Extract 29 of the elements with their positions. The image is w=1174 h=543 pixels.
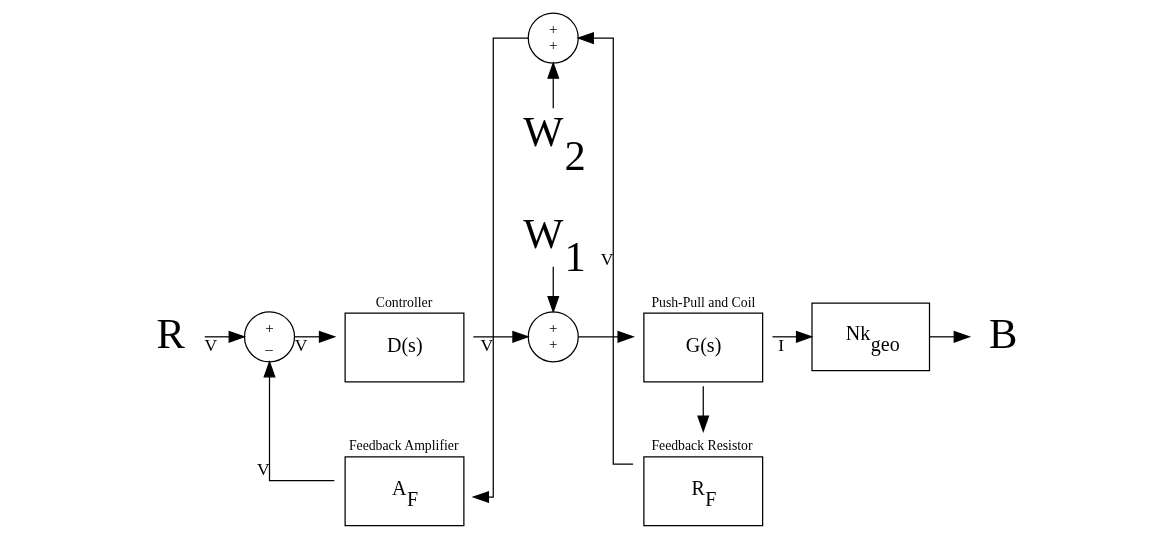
arrow xyxy=(472,330,530,343)
arrow xyxy=(697,385,710,433)
node-circle: + + xyxy=(527,311,579,363)
edge-label: V xyxy=(257,459,270,480)
arrow xyxy=(471,37,529,504)
edge-label: V xyxy=(600,249,614,270)
arrow xyxy=(547,61,560,109)
node-box: D(s) xyxy=(344,312,465,383)
arrow xyxy=(929,330,972,343)
arrow xyxy=(204,330,247,343)
node-circle: + _ xyxy=(243,311,296,363)
node-label: Push-Pull and Coil xyxy=(651,294,756,310)
node-text: R xyxy=(156,309,185,357)
arrow xyxy=(576,31,634,465)
node-circle: + + xyxy=(527,12,579,64)
arrow xyxy=(294,330,337,343)
edge-label: V xyxy=(204,334,218,355)
node-label: Feedback Amplifier xyxy=(348,438,459,454)
arrow xyxy=(771,330,814,343)
arrow xyxy=(547,266,560,314)
node-label: Controller xyxy=(375,294,433,310)
edge-label: I xyxy=(778,334,785,355)
arrow xyxy=(263,359,335,482)
node-box: G(s) xyxy=(643,312,764,383)
node-label: Feedback Resistor xyxy=(651,438,753,454)
edge-label: V xyxy=(480,334,494,355)
edge-label: V xyxy=(294,334,308,355)
node-text: B xyxy=(988,309,1018,357)
arrow xyxy=(577,330,635,343)
